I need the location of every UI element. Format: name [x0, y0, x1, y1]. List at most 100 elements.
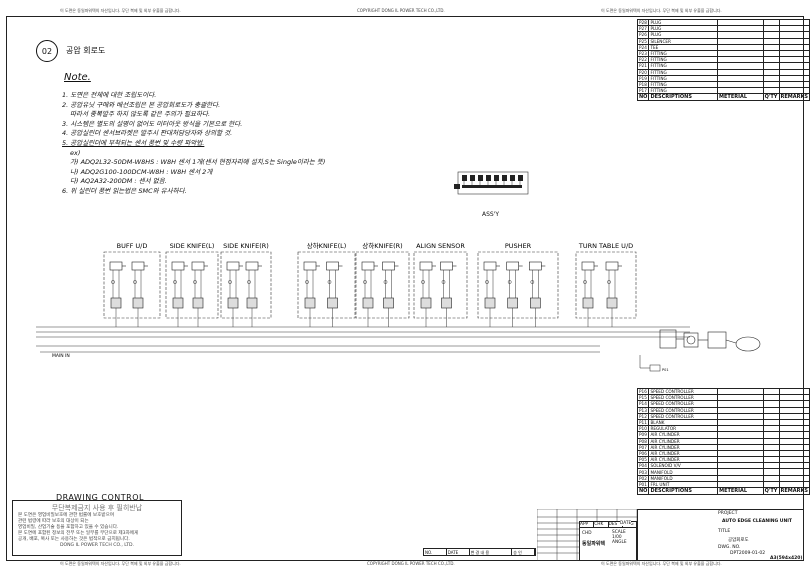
- air-line: [174, 270, 182, 327]
- speed-controller-symbol: [111, 280, 115, 284]
- solenoid-valve-symbol: [484, 297, 496, 309]
- cylinder-symbol: [303, 261, 317, 271]
- solenoid-valve-symbol: [192, 297, 204, 309]
- assy-label: ASS'Y: [482, 211, 500, 218]
- cylinder-symbol: [506, 261, 519, 271]
- footer-note-right: 이 도면은 동일파워텍의 자산입니다. 무단 복제 및 외부 유출을 금합니다.: [601, 561, 722, 566]
- note-line: 3. 시스템은 별도의 설명이 없어도 미터아웃 방식을 기본으로 한다.: [62, 119, 243, 128]
- drawing-control-stamp: 무단복제금지 사용 후 필히반납: [51, 504, 143, 512]
- solenoid-valve-symbol: [420, 297, 432, 309]
- drawing-control-title: DRAWING CONTROL: [56, 493, 144, 502]
- header-no: NO: [636, 487, 650, 495]
- air-line: [248, 270, 256, 327]
- header-copyright: COPYRIGHT DONG IL POWER TECH CO.,LTD.: [357, 8, 445, 13]
- unit-box: [220, 251, 272, 319]
- dwg-no-label: DWG. NO.: [718, 545, 741, 550]
- cylinder-symbol: [326, 261, 339, 271]
- footer-note-left: 이 도면은 동일파워텍의 자산입니다. 무단 복제 및 외부 유출을 금합니다.: [60, 561, 181, 566]
- speed-controller-symbol: [441, 280, 446, 284]
- scale-block: SCALE 1/00 ANGLE: [612, 530, 627, 545]
- unit-label: SIDE KNIFE(L): [170, 242, 215, 250]
- main-line-label: MAIN IN: [52, 353, 70, 359]
- angle-label: ANGLE: [612, 540, 627, 545]
- speed-controller-symbol: [607, 280, 611, 284]
- speed-controller-symbol: [421, 280, 425, 284]
- cylinder-symbol: [581, 261, 595, 271]
- header-remarks: REMARKS: [778, 487, 810, 495]
- note-list: 1. 도면은 전체에 대한 조립도이다. 2. 공압유닛 구매와 배선조립은 본…: [62, 91, 482, 197]
- speed-controller-symbol: [530, 280, 535, 284]
- header-desc: DESCRIPTIONS: [648, 487, 719, 495]
- speed-controller-symbol: [247, 280, 251, 284]
- title-label: TITLE: [718, 529, 731, 534]
- sheet-size: A3(594x420): [770, 556, 803, 561]
- cylinder-symbol: [109, 261, 123, 271]
- speed-controller-symbol: [507, 280, 512, 284]
- part-no: P01: [636, 480, 650, 489]
- drawing-control-box: 무단복제금지 사용 후 필히반납 본 도면은 영업비밀보호에 관한 법률에 보호…: [12, 500, 182, 556]
- project-name: AUTO EDGE CLEANING UNIT: [722, 519, 792, 524]
- speed-controller-symbol: [327, 280, 332, 284]
- unit-label: PUSHER: [505, 242, 532, 250]
- drawing-control-line: 본 도면에 포함된 정보의 전부 또는 일부를 무단으로 제3자에게: [18, 531, 139, 536]
- header-qty: Q'TY: [762, 93, 780, 102]
- note-line: 가) ADQ2L32-50DM-W8HS : W8H 센서 1개(센서 현점자리…: [70, 158, 326, 167]
- note-line: 1. 도면은 전체에 대한 조립도이다.: [62, 91, 157, 99]
- air-line: [422, 270, 430, 327]
- drawing-control-company: DONG IL POWER TECH CO., LTD.: [59, 543, 135, 548]
- note-line: 다) AQ2A32-200DM : 센서 없음.: [70, 177, 167, 186]
- scale-label: SCALE: [612, 530, 626, 535]
- solenoid-valve-symbol: [507, 297, 518, 309]
- solenoid-valve-symbol: [110, 297, 122, 309]
- footer-copyright: COPYRIGHT DONG IL POWER TECH CO.,LTD.: [367, 561, 455, 566]
- unit-label: 상하KNIFE(R): [362, 241, 402, 250]
- note-line: 6. 위 실린더 품번 읽는법은 SMC와 유사하다.: [62, 186, 187, 195]
- drawing-title: 공압회로도: [728, 538, 749, 543]
- header-qty: Q'TY: [762, 487, 780, 495]
- solenoid-valve-symbol: [530, 297, 541, 309]
- speed-controller-symbol: [193, 280, 197, 284]
- approval-chk: CHK: [594, 522, 609, 527]
- unit-box: [477, 251, 559, 319]
- cylinder-symbol: [605, 261, 619, 271]
- solenoid-valve-symbol: [606, 297, 618, 309]
- unit-label: TURN TABLE U/D: [578, 242, 633, 250]
- air-line: [329, 270, 336, 327]
- section-title: 공압 회로도: [66, 46, 106, 55]
- cylinder-symbol: [191, 261, 205, 271]
- air-line: [229, 270, 237, 327]
- solenoid-valve-symbol: [227, 297, 239, 309]
- cylinder-symbol: [382, 261, 395, 271]
- header-material: METERIAL: [717, 487, 764, 495]
- note-line: ex): [70, 148, 81, 157]
- header-no: NO: [636, 93, 650, 102]
- note-line: 2. 공압유닛 구매와 배선조립은 본 공압회로도가 충괄한다.: [62, 100, 221, 109]
- cylinder-symbol: [171, 261, 185, 271]
- approval-block: APP CHK DES DWG CHD 동일파워텍: [579, 521, 637, 561]
- revision-desc-header: 변 경 내 용: [470, 549, 513, 555]
- unit-label: 상하KNIFE(L): [307, 241, 347, 250]
- unit-box: [575, 251, 637, 319]
- project-label: PROJECT: [718, 511, 738, 516]
- section-number: 02: [36, 40, 58, 62]
- dwg-no: DPT2009-01-02: [730, 551, 766, 556]
- unit-box: [297, 251, 356, 319]
- cylinder-symbol: [131, 261, 145, 271]
- note-line: 4. 공압실린더 센서브라켓은 발주시 판대처담당자와 상의할 것.: [62, 129, 233, 138]
- air-line: [134, 270, 142, 327]
- drawing-frame: [6, 16, 804, 561]
- drawing-control-line: 영업비밀, 산업기술 등을 포함하고 있을 수 있습니다.: [18, 525, 119, 530]
- speed-controller-symbol: [363, 280, 367, 284]
- unit-box: [165, 251, 219, 319]
- revision-by-header: 승 인: [512, 549, 535, 555]
- part-remarks: [778, 480, 810, 489]
